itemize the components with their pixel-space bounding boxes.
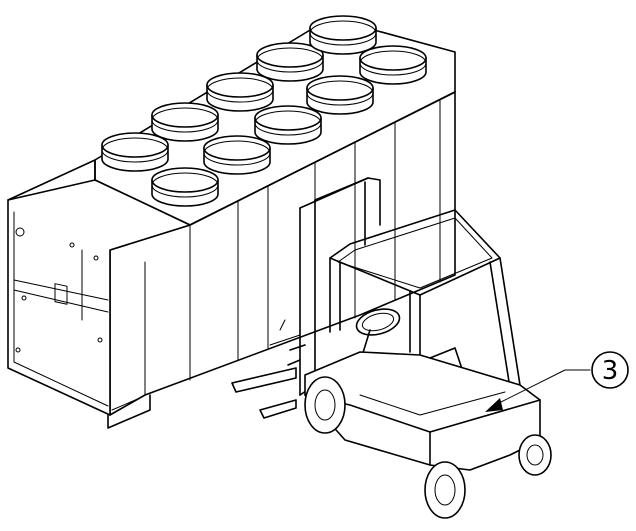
- forklift-mast: [299, 177, 381, 396]
- front-door-knob: [15, 227, 25, 237]
- callout-3: 3: [485, 351, 629, 412]
- condenser-fan: [151, 102, 219, 142]
- condenser-fans: [101, 15, 427, 207]
- condenser-fan: [309, 15, 377, 55]
- forklift-wheels: [304, 376, 552, 519]
- forklift-forks: [231, 344, 306, 419]
- rear-wheel-right: [518, 434, 552, 476]
- condenser-fan: [359, 45, 427, 85]
- condenser-fan: [256, 42, 324, 82]
- callout-label: 3: [602, 356, 619, 386]
- rear-wheel: [424, 461, 466, 519]
- steering-wheel: [355, 308, 401, 336]
- condenser-fan: [254, 105, 322, 145]
- front-panel-details: [13, 211, 109, 407]
- forklift-body: [304, 351, 541, 471]
- forklift-overhead-guard: [329, 209, 521, 389]
- callout-circle: [591, 351, 629, 389]
- front-wheel: [304, 376, 346, 434]
- unit-base-skid: [107, 319, 301, 429]
- callout-arrowhead: [485, 398, 503, 412]
- condenser-fan: [306, 75, 374, 115]
- forklift: [231, 177, 552, 519]
- condenser-fan: [151, 167, 219, 207]
- callout-leader-line: [494, 369, 591, 406]
- condenser-fan: [203, 135, 271, 175]
- condenser-fan: [206, 72, 274, 112]
- condenser-fan: [101, 132, 169, 172]
